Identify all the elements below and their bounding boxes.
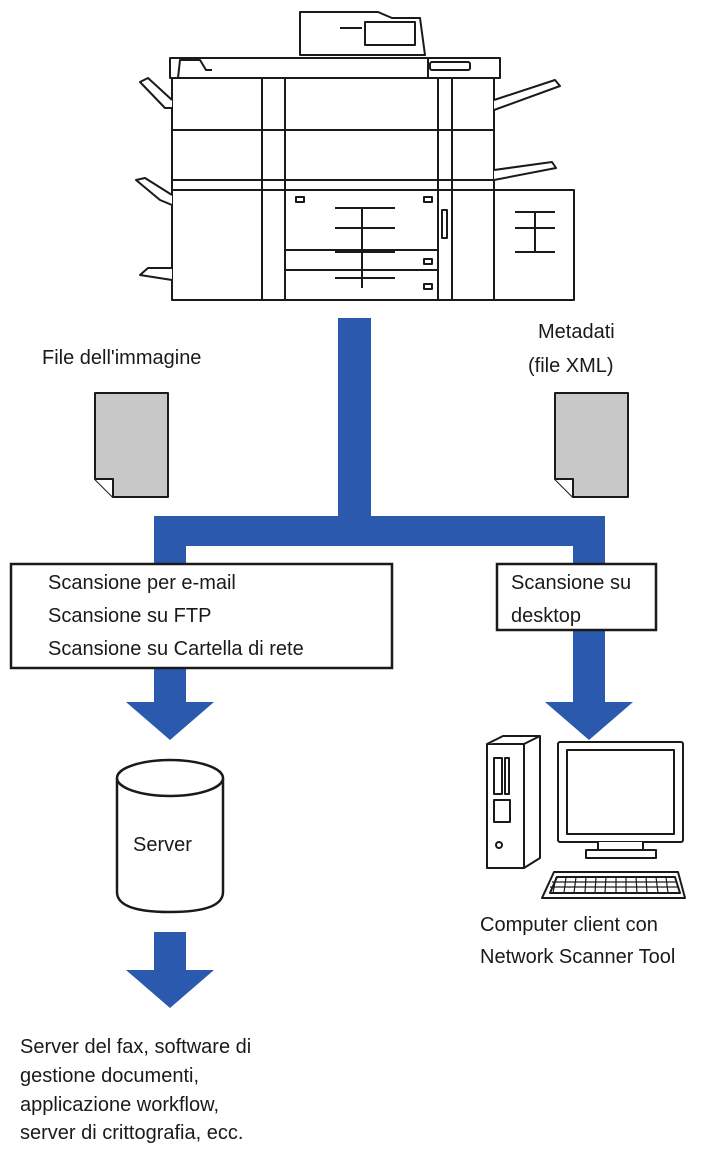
scan-methods-box [9,562,394,670]
scan-method-email: Scansione per e-mail [48,572,236,594]
printer-icon [135,11,575,301]
scan-method-ftp: Scansione su FTP [48,605,212,627]
destinations-line2: gestione documenti, [20,1065,200,1087]
metadata-label-line1: Metadati [538,321,615,343]
destinations-line1: Server del fax, software di [20,1036,252,1058]
scan-method-network-folder: Scansione su Cartella di rete [48,638,304,660]
destinations-line3: applicazione workflow, [20,1094,219,1116]
client-label-line1: Computer client con [480,914,658,936]
flow-stem-bottom [154,932,186,972]
scan-to-desktop-line2: desktop [511,605,582,627]
server-label: Server [133,834,192,856]
database-icon [115,758,225,914]
scan-to-desktop-box [495,562,658,632]
client-label-line2: Network Scanner Tool [480,946,676,968]
metadata-label-line2: (file XML) [528,355,614,377]
arrow-to-server [126,702,214,740]
arrow-to-destinations [126,970,214,1008]
flow-stem-left [154,668,186,702]
image-file-label: File dell'immagine [42,347,202,369]
scan-to-desktop-line1: Scansione su [511,572,632,594]
flow-connector [154,318,605,564]
flow-stem-right [573,630,605,702]
arrow-to-client [545,702,633,740]
desktop-computer-icon [486,735,686,899]
document-icon [554,392,629,498]
document-icon [94,392,169,498]
destinations-line4: server di crittografia, ecc. [20,1122,244,1144]
